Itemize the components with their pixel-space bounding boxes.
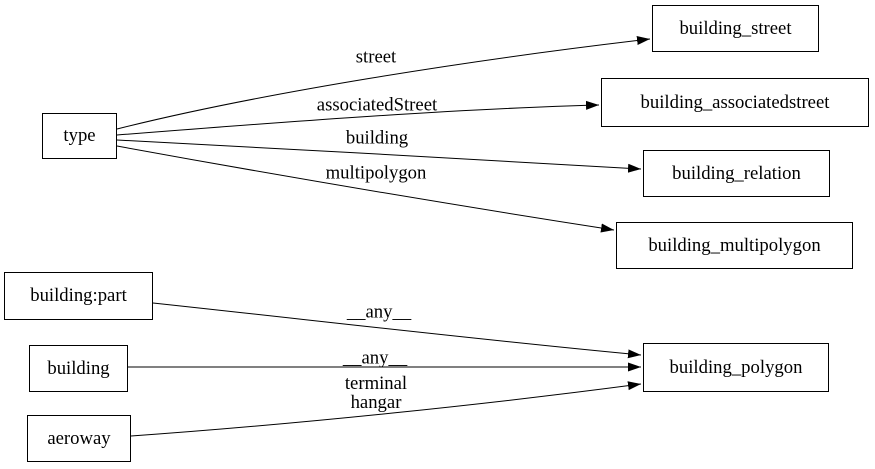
edge-label-any-building-part: __any__ bbox=[346, 301, 412, 323]
edge-label-street: street bbox=[355, 46, 397, 68]
edge-building:part-to-building_polygon bbox=[152, 302, 642, 359]
node-building: building bbox=[29, 345, 128, 392]
node-building-relation: building_relation bbox=[643, 150, 830, 197]
edge-aeroway-to-building_polygon bbox=[130, 381, 642, 437]
edge-label-associatedstreet: associatedStreet bbox=[316, 94, 438, 116]
node-building-part: building:part bbox=[4, 272, 153, 320]
edge-label-terminal-hangar: terminal hangar bbox=[344, 373, 408, 413]
edge-type-to-building_relation bbox=[116, 139, 642, 173]
node-building-street: building_street bbox=[652, 5, 819, 52]
node-building-multipolygon: building_multipolygon bbox=[616, 222, 853, 269]
edge-label-building: building bbox=[345, 127, 409, 149]
node-building-polygon: building_polygon bbox=[643, 343, 829, 392]
edge-type-to-building_associatedstreet bbox=[116, 100, 600, 136]
node-building-associatedstreet: building_associatedstreet bbox=[601, 78, 869, 127]
edge-label-multipolygon: multipolygon bbox=[325, 162, 427, 184]
node-type: type bbox=[42, 113, 117, 159]
node-aeroway: aeroway bbox=[27, 415, 131, 462]
edge-type-to-building_multipolygon bbox=[116, 145, 615, 233]
edge-label-any-building: __any__ bbox=[342, 347, 408, 369]
edge-type-to-building_street bbox=[116, 36, 651, 130]
